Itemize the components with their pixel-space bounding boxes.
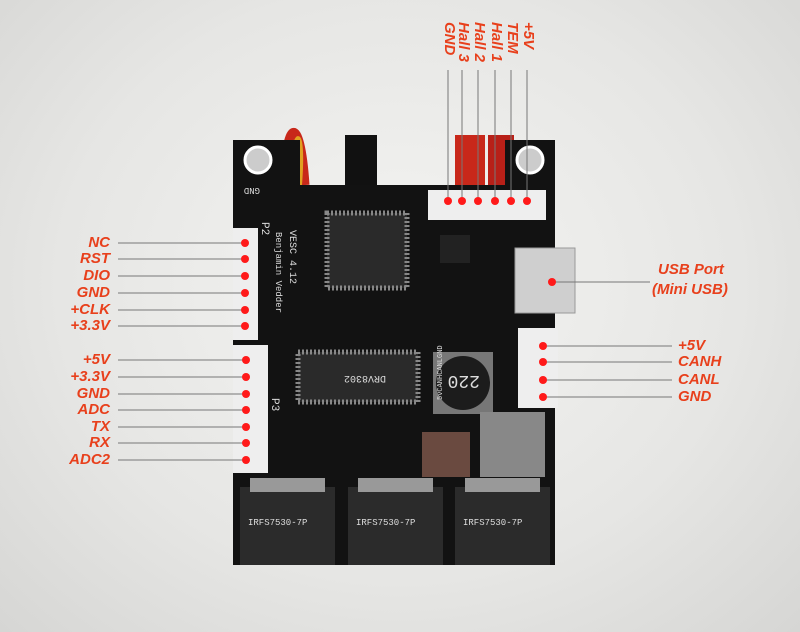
leader-lines xyxy=(118,70,672,461)
driver-text: DRV8302 xyxy=(344,372,386,383)
pin-label-hall1: Hall 1 xyxy=(488,22,505,63)
inductor xyxy=(436,356,490,410)
pin-label-5v: +5V xyxy=(678,337,706,354)
gnd-silk: GND xyxy=(244,185,260,195)
svg-text:IRFS7530-7P: IRFS7530-7P xyxy=(248,518,307,528)
pin-label-rst: RST xyxy=(80,250,110,267)
pin-label-gnd: GND xyxy=(76,284,110,301)
pin-label-adc: ADC xyxy=(77,401,111,418)
pin-label-clk: +CLK xyxy=(70,301,110,318)
can-silk: 5vCANHCANLGND xyxy=(437,345,445,400)
pin-label-nc: NC xyxy=(88,234,110,251)
author-text: Benjamin Vedder xyxy=(273,232,283,313)
pin-label-3v3: +3.3V xyxy=(70,317,110,334)
mosfet: IRFS7530-7P xyxy=(455,478,550,565)
pin-label-hall2: Hall 2 xyxy=(471,22,488,63)
p3-silk: P3 xyxy=(268,398,280,411)
mosfet: IRFS7530-7P xyxy=(240,478,335,565)
capacitor xyxy=(422,432,470,477)
pin-label-tem: TEM xyxy=(504,22,521,54)
pin-label-3v3: +3.3V xyxy=(70,368,110,385)
regulator xyxy=(440,235,470,263)
pin-dots xyxy=(241,197,556,464)
pin-label-canh: CANH xyxy=(678,353,722,370)
pin-label-5v: +5V xyxy=(82,351,110,368)
pin-label-dio: DIO xyxy=(83,267,110,284)
svg-text:IRFS7530-7P: IRFS7530-7P xyxy=(356,518,415,528)
inductor-text: 220 xyxy=(448,370,480,390)
usb-label: USB Port xyxy=(658,261,724,278)
pin-label-canl: CANL xyxy=(678,371,720,388)
pin-label-gnd: GND xyxy=(678,388,712,405)
red-wire-2 xyxy=(455,135,485,190)
mcu-chip xyxy=(324,210,410,291)
pin-label-hall3: Hall 3 xyxy=(455,22,472,63)
mosfet: IRFS7530-7P xyxy=(348,478,443,565)
p2-silk: P2 xyxy=(258,222,270,235)
p3-connector xyxy=(233,345,268,473)
model-text: VESC 4.12 xyxy=(286,230,297,284)
mount-hole xyxy=(243,145,273,175)
pin-label-tx: TX xyxy=(90,418,110,435)
pin-label-rx: RX xyxy=(89,434,110,451)
pin-label-5v: +5V xyxy=(520,22,537,50)
mount-hole xyxy=(515,145,545,175)
can-connector xyxy=(518,328,558,408)
usb-port xyxy=(514,247,576,314)
black-wire xyxy=(345,135,377,190)
svg-text:IRFS7530-7P: IRFS7530-7P xyxy=(463,518,522,528)
pin-label-gnd: GND xyxy=(76,385,110,402)
heatsink-pad xyxy=(480,412,545,477)
driver-chip xyxy=(295,349,421,405)
usb-sublabel: (Mini USB) xyxy=(652,281,728,298)
pin-label-adc2: ADC2 xyxy=(69,451,110,468)
top-connector xyxy=(428,190,546,220)
